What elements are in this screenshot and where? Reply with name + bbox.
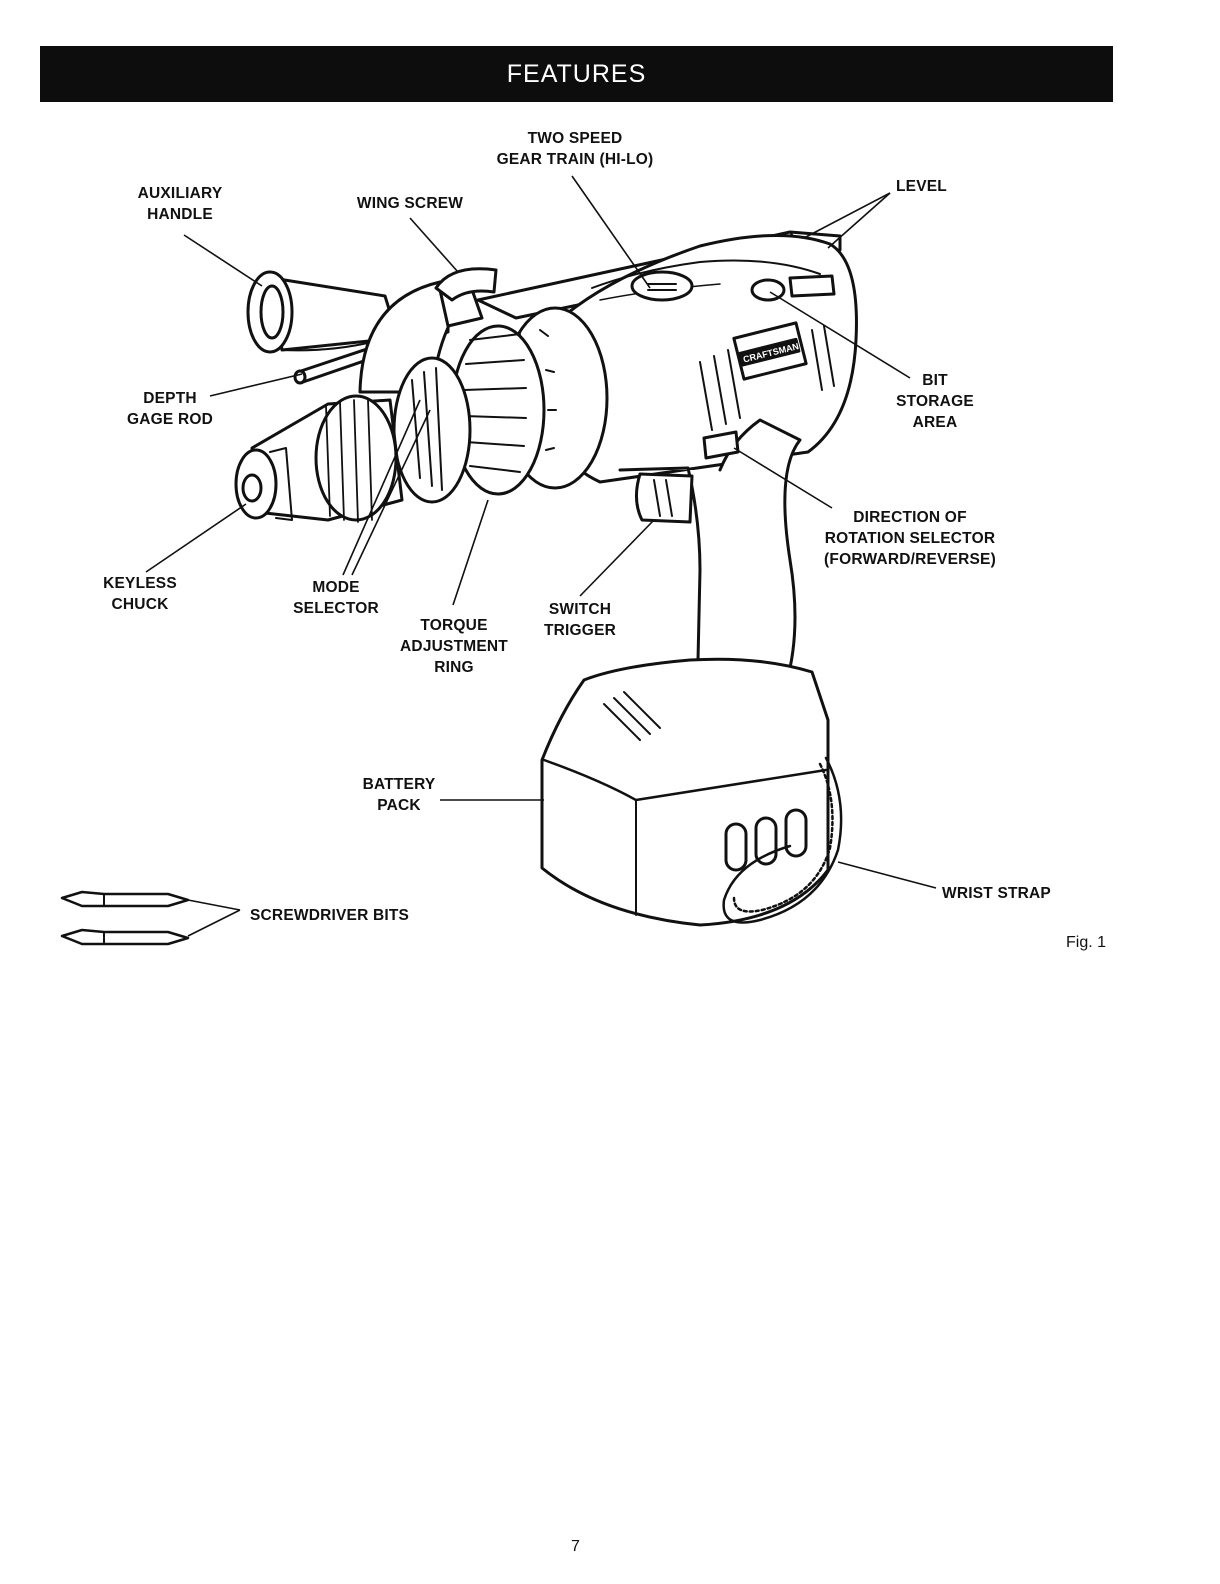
leader-bits-1 [187,899,241,911]
leader-bit-storage [769,291,911,379]
leader-mode-2 [351,409,431,576]
label-wing-screw: WING SCREW [356,195,464,212]
leader-keyless-chuck [145,503,247,573]
label-level: LEVEL [896,178,947,195]
leader-two-speed [571,175,651,289]
leader-level-2 [827,192,891,249]
auxiliary-handle [246,270,400,354]
switch-trigger-shape [635,472,694,524]
leader-wing-screw [409,217,459,273]
label-auxiliary-handle: AUXILIARY HANDLE [137,185,223,223]
direction-selector-shape [702,430,740,460]
label-depth-gage-rod: DEPTH GAGE ROD [127,390,213,428]
label-direction-selector: DIRECTION OF ROTATION SELECTOR (FORWARD/… [824,509,996,568]
leader-bits-2 [187,909,241,937]
label-two-speed-gear-train: TWO SPEED GEAR TRAIN (HI-LO) [496,130,654,168]
leader-wrist-strap [837,861,937,889]
torque-ring [450,306,609,496]
figure-caption: Fig. 1 [1066,934,1107,951]
page-number: 7 [571,1538,580,1555]
label-battery-pack: BATTERY PACK [362,776,436,814]
features-heading: FEATURES [40,46,1113,102]
label-torque-adjustment-ring: TORQUE ADJUSTMENT RING [400,617,508,676]
keyless-chuck [234,394,404,523]
leader-torque [452,499,489,606]
leader-aux-handle [183,234,263,287]
label-screwdriver-bits: SCREWDRIVER BITS [250,907,410,924]
label-keyless-chuck: KEYLESS CHUCK [103,575,177,613]
label-mode-selector: MODE SELECTOR [293,579,379,617]
battery-pack [540,657,830,927]
leader-mode-1 [342,399,421,576]
wing-screw [358,267,498,394]
screwdriver-bits [60,890,190,946]
leader-level-1 [803,192,891,239]
label-switch-trigger: SWITCH TRIGGER [543,601,616,639]
wrist-strap [722,756,843,924]
mode-selector [392,356,472,504]
handle-grip [618,418,802,670]
leader-switch-trigger [579,519,655,597]
label-bit-storage-area: BIT STORAGE AREA [896,372,974,431]
leader-depth-gage [209,373,303,397]
label-wrist-strap: WRIST STRAP [942,885,1051,902]
leader-direction [733,447,833,509]
